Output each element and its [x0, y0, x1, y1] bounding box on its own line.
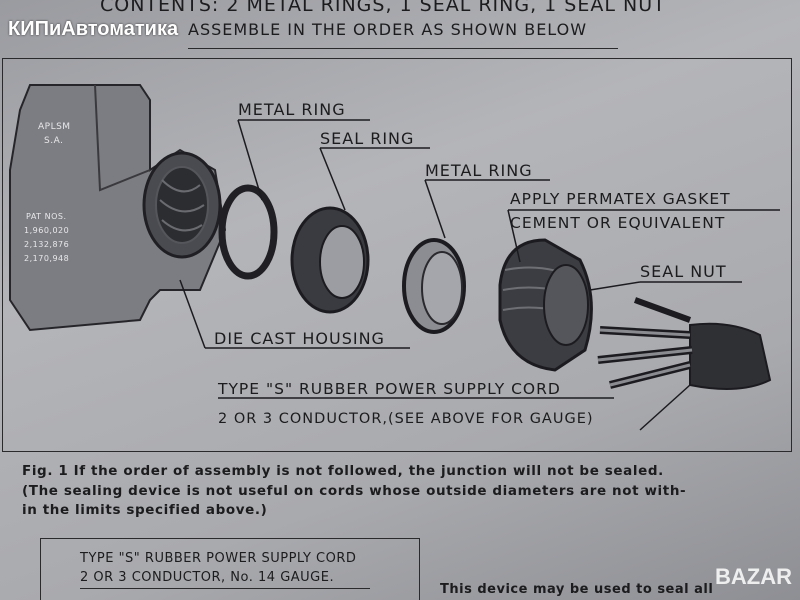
- housing-stamp-line1: APLSM: [38, 122, 71, 132]
- seal-ring-drawing: [290, 206, 370, 314]
- watermark-text: КИПиАвтоматика: [8, 18, 179, 40]
- power-cord-drawing: [597, 297, 772, 390]
- contents-heading: CONTENTS: 2 METAL RINGS, 1 SEAL RING, 1 …: [100, 0, 666, 16]
- die-cast-housing-drawing: [9, 84, 227, 332]
- fig-note-line2: (The sealing device is not useful on cor…: [22, 483, 687, 499]
- housing-stamp-line2: S.A.: [44, 136, 64, 146]
- leader-lines: [179, 119, 780, 431]
- label-metal-ring-1: METAL RING: [238, 100, 346, 119]
- housing-pat-no-3: 2,170,948: [24, 254, 70, 263]
- housing-pat-no-1: 1,960,020: [24, 226, 70, 235]
- metal-ring-2-drawing: [402, 238, 466, 334]
- gauge-box-underline: [80, 588, 370, 589]
- label-metal-ring-2: METAL RING: [425, 161, 533, 180]
- metal-ring-1-drawing: [218, 184, 278, 280]
- label-permatex-line1: APPLY PERMATEX GASKET: [510, 190, 731, 208]
- bottom-right-text: This device may be used to seal all: [440, 582, 714, 597]
- housing-pat-no-2: 2,132,876: [24, 240, 70, 249]
- gauge-box: [40, 538, 420, 600]
- fig-note-line1: Fig. 1 If the order of assembly is not f…: [22, 463, 664, 479]
- label-cord-line2: 2 OR 3 CONDUCTOR,(SEE ABOVE FOR GAUGE): [218, 411, 594, 427]
- gauge-box-line1: TYPE "S" RUBBER POWER SUPPLY CORD: [80, 551, 357, 566]
- assemble-heading: ASSEMBLE IN THE ORDER AS SHOWN BELOW: [188, 20, 588, 39]
- fig-note-line3: in the limits specified above.): [22, 502, 268, 518]
- seal-nut-drawing: [498, 238, 593, 372]
- label-seal-nut: SEAL NUT: [640, 262, 727, 281]
- bazar-logo: BAZAR: [715, 564, 792, 589]
- label-die-cast-housing: DIE CAST HOUSING: [214, 329, 385, 348]
- gauge-box-line2: 2 OR 3 CONDUCTOR, No. 14 GAUGE.: [80, 570, 335, 585]
- label-seal-ring: SEAL RING: [320, 129, 415, 148]
- housing-pat-label: PAT NOS.: [26, 212, 67, 221]
- label-permatex-line2: CEMENT OR EQUIVALENT: [510, 214, 726, 232]
- figure-frame: [2, 58, 792, 452]
- label-cord-line1: TYPE "S" RUBBER POWER SUPPLY CORD: [218, 380, 561, 398]
- heading-underline: [188, 48, 618, 49]
